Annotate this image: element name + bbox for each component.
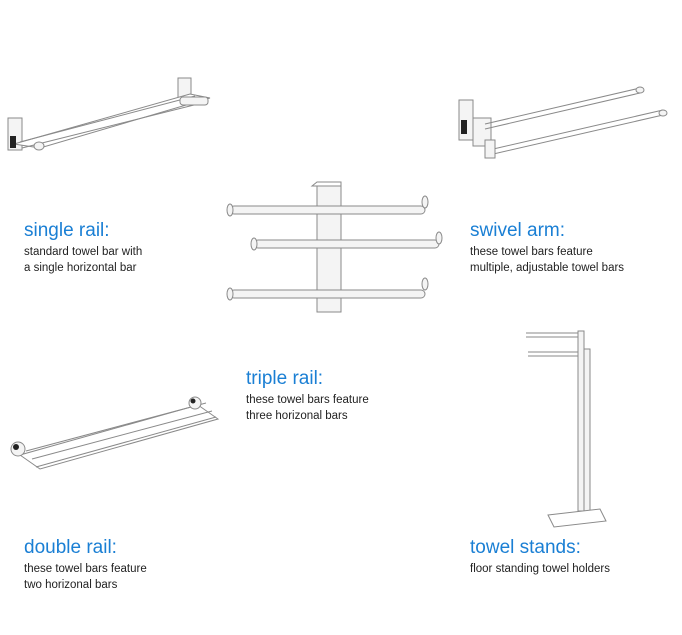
towel-stands-desc: floor standing towel holders <box>470 563 610 575</box>
towel-stands-title: towel stands: <box>470 537 581 558</box>
single-rail-caption: single rail: standard towel bar with a s… <box>24 220 142 276</box>
double-rail-caption: double rail: these towel bars feature tw… <box>24 537 147 593</box>
swivel-arm-illustration <box>458 86 668 159</box>
double-rail-desc: these towel bars feature two horizonal b… <box>24 563 147 591</box>
single-rail-illustration <box>7 77 211 151</box>
single-rail-desc: standard towel bar with a single horizon… <box>24 246 143 274</box>
triple-rail-desc: these towel bars feature three horizonal… <box>246 394 369 422</box>
double-rail-title: double rail: <box>24 537 117 558</box>
swivel-arm-title: swivel arm: <box>470 220 566 241</box>
swivel-arm-caption: swivel arm: these towel bars feature mul… <box>470 220 624 276</box>
triple-rail-caption: triple rail: these towel bars feature th… <box>246 368 369 424</box>
single-rail-title: single rail: <box>24 220 110 241</box>
towel-stands-caption: towel stands: floor standing towel holde… <box>470 537 610 577</box>
double-rail-illustration <box>10 396 220 470</box>
swivel-arm-desc: these towel bars feature multiple, adjus… <box>470 246 625 274</box>
triple-rail-title: triple rail: <box>246 368 324 389</box>
triple-rail-illustration <box>226 181 443 313</box>
towel-stand-illustration <box>526 330 607 528</box>
